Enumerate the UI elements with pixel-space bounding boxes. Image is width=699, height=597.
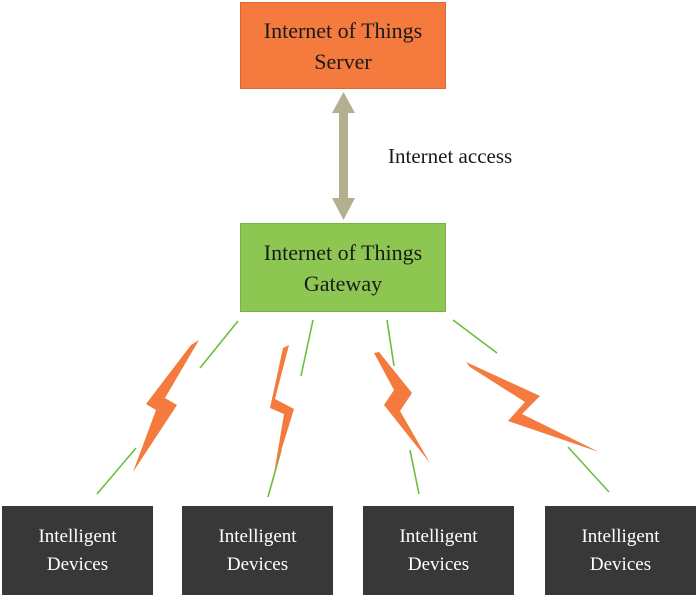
intelligent-device-box-1: Intelligent Devices	[2, 506, 153, 595]
device-label-line2: Devices	[46, 553, 109, 575]
wireless-link-2	[267, 319, 314, 498]
device-label-line1: Intelligent	[38, 525, 117, 547]
internet-access-label: Internet access	[388, 144, 513, 168]
server-title-line1: Internet of Things	[263, 17, 423, 43]
lightning-bolt-icon	[466, 362, 599, 452]
wireless-link-1	[96, 320, 239, 495]
wireless-link-4	[452, 319, 610, 493]
gateway-title-line1: Internet of Things	[263, 239, 423, 265]
lightning-bolt-icon	[270, 345, 294, 474]
gateway-title-line2: Gateway	[303, 270, 383, 296]
internet-access-arrow	[332, 92, 355, 220]
device-label-line1: Intelligent	[399, 525, 478, 547]
server-title-line2: Server	[314, 48, 372, 74]
device-label-line2: Devices	[226, 553, 289, 575]
intelligent-device-box-2: Intelligent Devices	[182, 506, 333, 595]
device-label-line2: Devices	[407, 553, 470, 575]
iot-gateway-box: Internet of Things Gateway	[240, 223, 446, 312]
lightning-bolt-icon	[374, 352, 430, 463]
device-label-line1: Intelligent	[218, 525, 297, 547]
iot-server-box: Internet of Things Server	[240, 2, 446, 89]
lightning-bolt-icon	[133, 340, 199, 472]
wireless-link-3	[374, 319, 430, 495]
intelligent-device-box-4: Intelligent Devices	[545, 506, 696, 595]
device-label-line2: Devices	[589, 553, 652, 575]
intelligent-device-box-3: Intelligent Devices	[363, 506, 514, 595]
device-label-line1: Intelligent	[581, 525, 660, 547]
